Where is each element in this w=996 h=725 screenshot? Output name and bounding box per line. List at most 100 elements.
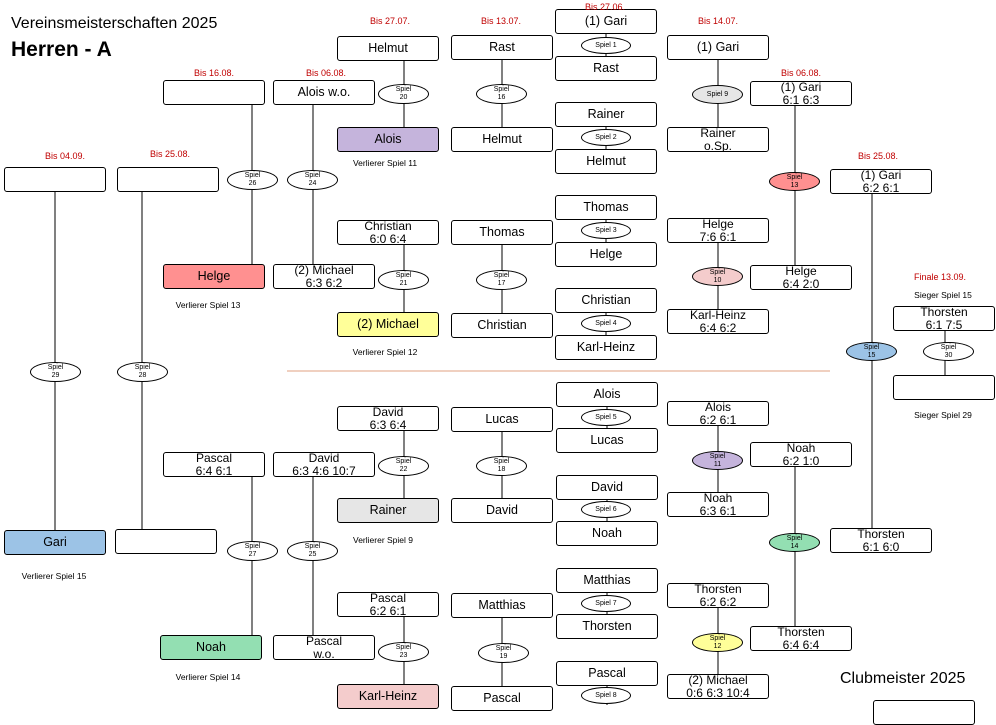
player-name: (1) Gari <box>584 14 628 28</box>
match-label: Spiel <box>786 534 803 542</box>
match-label: Spiel <box>786 173 803 181</box>
match-number: 20 <box>399 94 408 101</box>
player-name: (2) Michael <box>688 674 748 687</box>
match-number: 26 <box>248 180 257 187</box>
bracket-note: Verlierer Spiel 11 <box>352 158 418 168</box>
player-name: Rast <box>593 61 619 75</box>
player-name: Rainer <box>369 503 407 517</box>
bracket-note: Verlierer Spiel 9 <box>352 535 414 545</box>
match-number: 13 <box>790 181 799 189</box>
player-box: Noah <box>556 521 658 546</box>
match-number: 23 <box>399 652 408 659</box>
bracket-note: Sieger Spiel 15 <box>914 290 972 300</box>
player-box: (2) Michael <box>337 312 439 337</box>
player-name: Noah <box>196 640 226 654</box>
player-name: Noah <box>786 442 816 455</box>
match-label: Spiel <box>863 343 880 351</box>
player-box: Alois <box>337 127 439 152</box>
player-box <box>4 167 106 192</box>
player-name: Alois <box>593 387 621 401</box>
match-number: 30 <box>944 351 953 359</box>
match-oval: Spiel 3 <box>581 222 631 239</box>
match-label: Spiel <box>47 364 64 371</box>
bracket-note: Sieger Spiel 29 <box>914 410 972 420</box>
match-score: w.o. <box>313 646 335 660</box>
player-name: David <box>486 503 518 517</box>
player-box: Rainer <box>337 498 439 523</box>
match-label: Spiel <box>709 268 726 276</box>
match-oval: Spiel 2 <box>581 129 631 146</box>
player-box: Alois <box>556 382 658 407</box>
player-name: Pascal <box>369 592 407 605</box>
deadline-label: Bis 14.07. <box>697 16 739 26</box>
player-box: Lucas <box>556 428 658 453</box>
player-box: Helmut <box>337 36 439 61</box>
player-box: (1) Gari <box>667 35 769 60</box>
match-number: 22 <box>399 466 408 473</box>
player-box <box>115 529 217 554</box>
player-box <box>873 700 975 725</box>
match-label: Spiel 3 <box>595 226 617 234</box>
player-name: Pascal <box>195 452 233 465</box>
bracket-note: Verlierer Spiel 14 <box>175 672 241 682</box>
player-name: Rainer <box>587 107 625 121</box>
player-box <box>117 167 219 192</box>
player-box: Pascal <box>451 686 553 711</box>
match-label: Spiel 9 <box>706 90 729 98</box>
match-oval: Spiel 9 <box>692 85 743 104</box>
match-number: 19 <box>499 653 508 660</box>
player-box: Rast <box>555 56 657 81</box>
player-name: Noah <box>703 492 733 505</box>
player-name: Rast <box>489 40 515 54</box>
match-score: 6:4 6:1 <box>195 463 233 477</box>
match-label: Spiel <box>495 645 512 652</box>
player-box: Rainer <box>555 102 657 127</box>
player-name: Helmut <box>482 132 522 146</box>
page-title: Vereinsmeisterschaften 2025 <box>11 15 218 32</box>
player-name: Lucas <box>485 412 519 426</box>
match-score: 6:3 6:2 <box>305 275 343 289</box>
match-label: Spiel 2 <box>595 133 617 141</box>
player-name: Pascal <box>305 635 343 648</box>
player-box: Thorsten <box>556 614 658 639</box>
player-name: Christian <box>364 220 412 233</box>
match-number: 16 <box>497 94 506 101</box>
player-box: Lucas <box>451 407 553 432</box>
bracket-note: Verlierer Spiel 13 <box>175 300 241 310</box>
player-name: Alois <box>374 132 402 146</box>
player-box: Gari <box>4 530 106 555</box>
player-name: (2) Michael <box>357 317 419 331</box>
player-box: Helmut <box>451 127 553 152</box>
player-box: Pascal <box>556 661 658 686</box>
player-box: David <box>451 498 553 523</box>
player-name: (2) Michael <box>294 264 354 277</box>
match-score: 6:1 7:5 <box>925 317 963 331</box>
player-name: Pascal <box>483 691 521 705</box>
match-label: Spiel 8 <box>595 691 617 699</box>
match-number: 17 <box>497 280 506 287</box>
match-oval: Spiel 7 <box>581 595 631 612</box>
player-name: Matthias <box>583 573 631 587</box>
match-oval: Spiel 6 <box>581 501 631 518</box>
player-name: Helge <box>589 247 623 261</box>
player-box: David <box>556 475 658 500</box>
player-name: Lucas <box>590 433 624 447</box>
match-score: 6:4 6:2 <box>699 320 737 334</box>
match-label: Spiel 4 <box>595 319 617 327</box>
player-name: Alois w.o. <box>297 85 351 99</box>
match-label: Spiel 7 <box>595 599 617 607</box>
